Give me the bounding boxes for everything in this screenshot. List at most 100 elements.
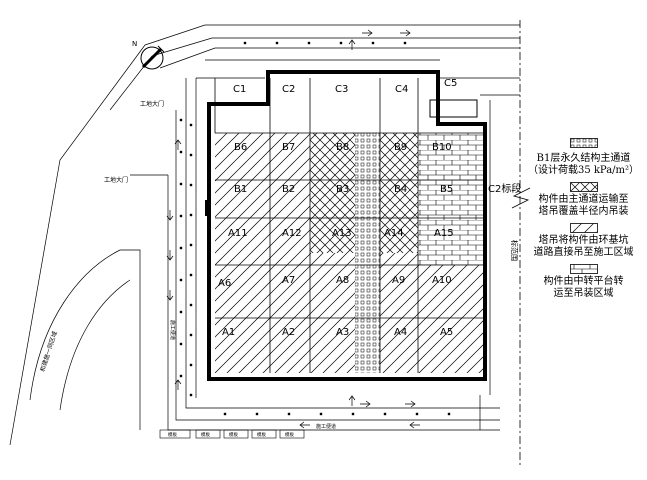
svg-text:N: N [132, 40, 137, 48]
road-marker [189, 183, 193, 187]
gate-label-upper: 工地大门 [140, 100, 164, 108]
road-marker [179, 182, 183, 186]
excavation-boundary [207, 70, 487, 381]
zone-label-a1: A1 [222, 327, 235, 338]
legend-item [520, 138, 647, 148]
c2-section-label: C2标段 [488, 182, 521, 195]
zone-label-b4: B4 [394, 184, 407, 195]
road-marker [179, 118, 183, 122]
zone-label-a11: A11 [228, 228, 248, 239]
legend: B1层永久结构主通道 （设计荷载35 kPa/m²） 构件由主通道运输至 塔吊覆… [520, 138, 647, 305]
zone-label-b3: B3 [336, 184, 349, 195]
road-markers [179, 41, 451, 416]
traffic-arrow-icon [348, 395, 356, 406]
zone-label-a12: A12 [282, 228, 302, 239]
road-marker [179, 150, 183, 154]
legend-text: 构件由主通道运输至 塔吊覆盖半径内吊装 [538, 194, 629, 217]
road-marker [275, 41, 279, 45]
road-marker [189, 363, 193, 367]
road-marker [243, 41, 247, 45]
road-marker [351, 412, 355, 416]
legend-item: B1层永久结构主通道 （设计荷载35 kPa/m²） [520, 153, 647, 177]
zone-label-a13: A13 [332, 228, 352, 239]
zone-label-a2: A2 [282, 327, 295, 338]
traffic-arrow-icon [299, 421, 310, 429]
road-marker [307, 41, 311, 45]
road-arrows [166, 29, 420, 429]
road-marker [415, 412, 419, 416]
zone-label-a10: A10 [432, 275, 452, 286]
temp-road-label: 施工便道 [169, 320, 176, 340]
bottom-box-label: 模板 [229, 431, 238, 438]
zone-label-c3: C3 [335, 84, 348, 95]
road-marker [189, 333, 193, 337]
road-marker [383, 412, 387, 416]
road-marker [371, 41, 375, 45]
traffic-arrow-icon [400, 29, 411, 37]
traffic-arrow-icon [174, 139, 182, 150]
zone-label-c1: C1 [233, 84, 246, 95]
c5-recess [429, 99, 478, 118]
traffic-arrow-icon [166, 210, 174, 221]
legend-swatch-dots [569, 138, 598, 148]
road-marker [447, 412, 451, 416]
road-marker [179, 310, 183, 314]
break-symbol [511, 187, 531, 209]
legend-text: 塔吊将构件由环基坑 道路直接吊至施工区域 [533, 235, 634, 258]
north-arrow-icon: N [132, 40, 165, 70]
legend-swatch-crosshatch [569, 182, 598, 192]
traffic-arrow-icon [166, 250, 174, 261]
traffic-arrow-icon [166, 290, 174, 301]
zone-label-b5: B5 [440, 184, 453, 195]
bottom-box-label: 模板 [168, 431, 177, 438]
zone-grid [214, 78, 483, 373]
road-marker [319, 412, 323, 416]
road-marker [179, 374, 183, 378]
road-marker [189, 123, 193, 127]
zone-label-b1: B1 [234, 184, 247, 195]
legend-item: 构件由中转平台转 运至吊装区域 [520, 264, 647, 300]
zone-label-a15: A15 [434, 228, 454, 239]
road-marker [179, 342, 183, 346]
road-marker [179, 246, 183, 250]
gate-block [205, 200, 211, 216]
legend-item: 构件由主通道运输至 塔吊覆盖半径内吊装 [520, 182, 647, 218]
road-marker [287, 412, 291, 416]
road-marker [189, 153, 193, 157]
legend-swatch-diagonal [569, 223, 598, 233]
zone-label-c5: C5 [444, 78, 457, 89]
road-marker [189, 243, 193, 247]
road-marker [189, 303, 193, 307]
road-marker [179, 278, 183, 282]
road-marker [223, 412, 227, 416]
zone-label-b6: B6 [234, 142, 247, 153]
zone-label-b9: B9 [394, 142, 407, 153]
zone-label-c2: C2 [282, 84, 295, 95]
zone-label-a14: A14 [384, 228, 404, 239]
road-marker [189, 273, 193, 277]
bottom-road-label: 施工便道 [316, 423, 336, 430]
zone-label-b8: B8 [336, 142, 349, 153]
road-marker [339, 41, 343, 45]
boundary-label: 标范围 [510, 240, 519, 261]
zone-label-a5: A5 [440, 327, 453, 338]
bottom-box-label: 模板 [285, 431, 294, 438]
traffic-arrow-icon [405, 400, 416, 408]
legend-item: 塔吊将构件由环基坑 道路直接吊至施工区域 [520, 223, 647, 259]
zone-label-a6: A6 [218, 278, 231, 289]
zone-label-b7: B7 [282, 142, 295, 153]
zone-label-a7: A7 [282, 275, 295, 286]
bottom-box-label: 模板 [257, 431, 266, 438]
zone-labels: C1 C2 C3 C4 C5 B6 B7 B8 B9 B10 B1 B2 B3 … [218, 78, 457, 338]
zone-label-c4: C4 [395, 84, 408, 95]
gate-label-lower: 工地大门 [104, 176, 128, 184]
legend-text: 构件由中转平台转 运至吊装区域 [543, 276, 624, 299]
zone-label-b10: B10 [432, 142, 452, 153]
traffic-arrow-icon [409, 421, 420, 429]
bottom-box-label: 模板 [201, 431, 210, 438]
road-marker [255, 412, 259, 416]
road-marker [189, 393, 193, 397]
zone-label-b2: B2 [282, 184, 295, 195]
zone-fills [215, 133, 483, 373]
